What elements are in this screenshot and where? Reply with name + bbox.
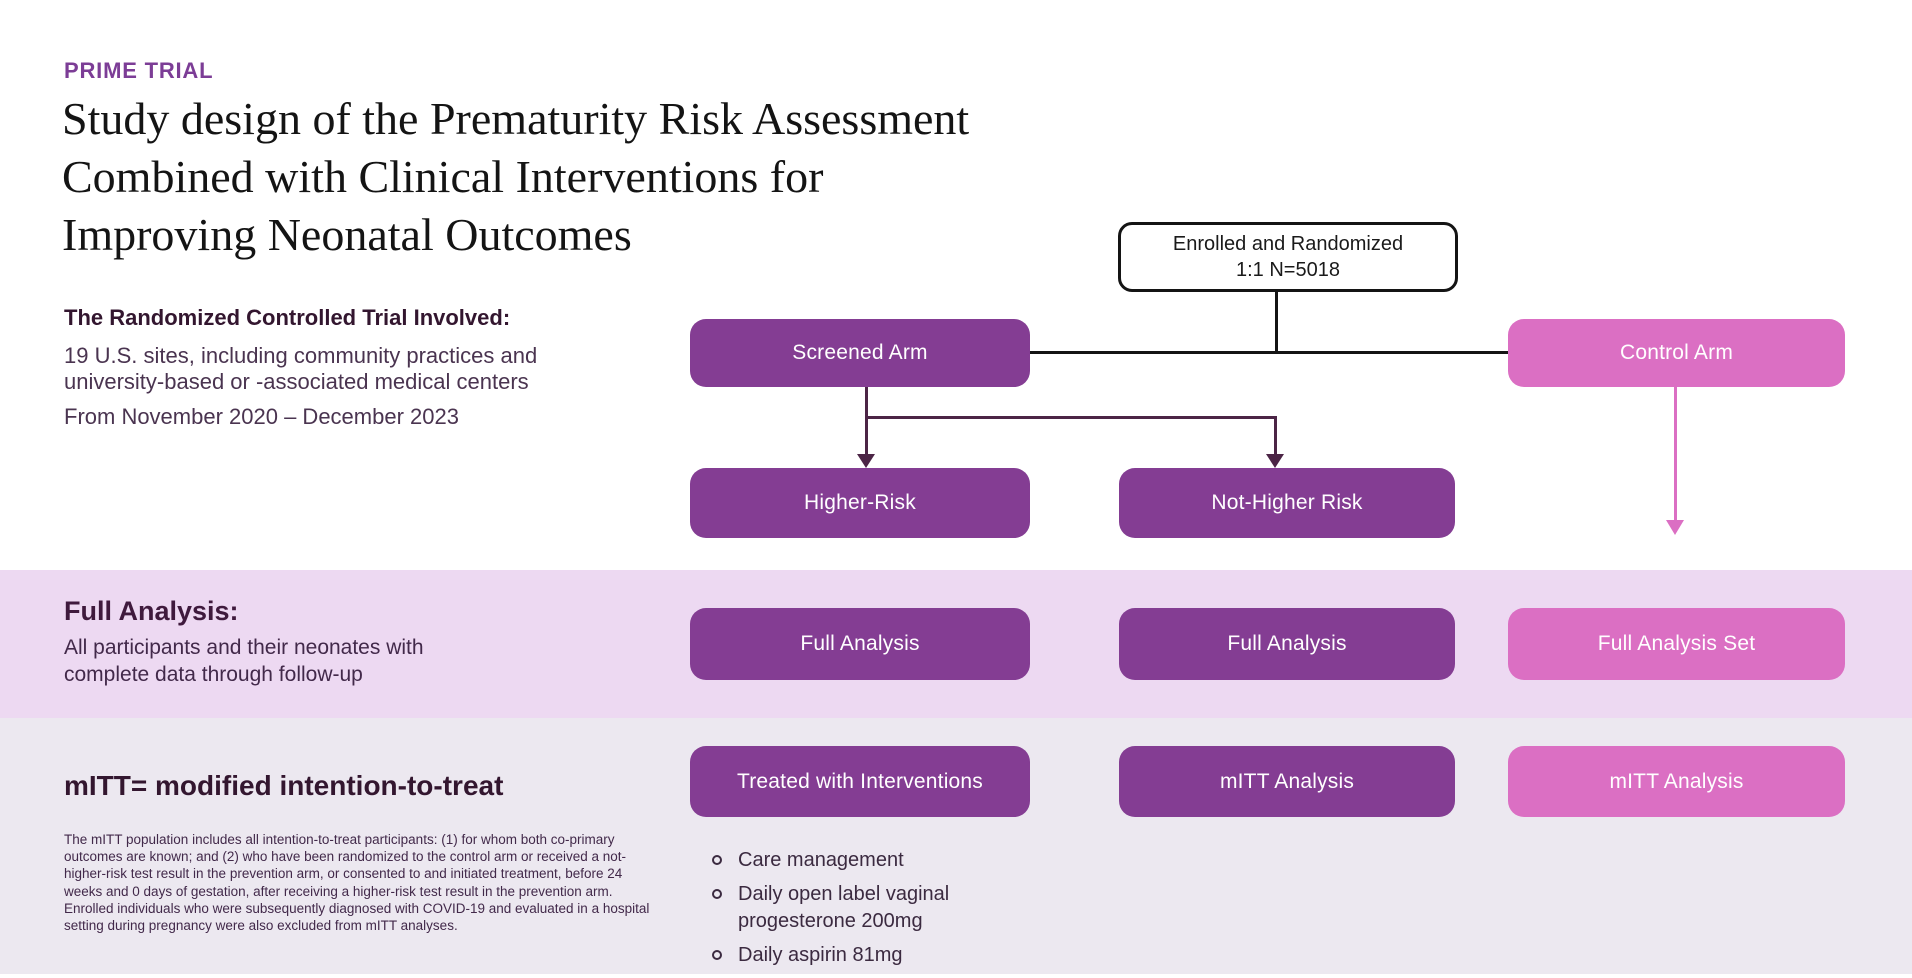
connector-risk-horizontal [865, 416, 1277, 419]
mitt-heading: mITT= modified intention-to-treat [64, 770, 504, 801]
trial-sites-text: 19 U.S. sites, including community pract… [64, 343, 538, 394]
connector-arms-horizontal [1030, 351, 1508, 354]
page-title-line-3: Improving Neonatal Outcomes [62, 209, 632, 260]
enrolled-line-2: 1:1 N=5018 [1236, 259, 1340, 281]
arrow-down-higher-risk-icon [857, 454, 875, 468]
intervention-text: Care management [738, 849, 904, 871]
trial-dates-text: From November 2020 – December 2023 [64, 404, 459, 429]
bullet-circle-icon [712, 889, 722, 899]
connector-to-not-higher [1274, 416, 1277, 455]
list-item: Care management [712, 847, 962, 874]
connector-enrolled-vertical [1275, 292, 1278, 354]
connector-control-vertical [1674, 387, 1677, 521]
full-analysis-description: All participants and their neonates with… [64, 636, 424, 686]
control-arm-box: Control Arm [1508, 319, 1845, 387]
full-analysis-not-higher-box: Full Analysis [1119, 608, 1455, 680]
enrolled-randomized-box: Enrolled and Randomized 1:1 N=5018 [1118, 222, 1458, 292]
interventions-list: Care management Daily open label vaginal… [712, 847, 962, 976]
mitt-analysis-screened-box: mITT Analysis [1119, 746, 1455, 817]
intervention-text: Daily aspirin 81mg [738, 944, 903, 966]
full-analysis-heading: Full Analysis: [64, 596, 239, 626]
higher-risk-box: Higher-Risk [690, 468, 1030, 538]
enrolled-line-1: Enrolled and Randomized [1172, 233, 1404, 255]
trial-eyebrow: PRIME TRIAL [64, 58, 214, 83]
connector-screened-to-higher [865, 387, 868, 455]
trial-involved-heading: The Randomized Controlled Trial Involved… [64, 305, 511, 330]
list-item: Daily aspirin 81mg [712, 942, 962, 969]
bullet-circle-icon [712, 855, 722, 865]
full-analysis-set-box: Full Analysis Set [1508, 608, 1845, 680]
mitt-description: The mITT population includes all intenti… [64, 832, 650, 934]
arrow-down-not-higher-risk-icon [1266, 454, 1284, 468]
full-analysis-higher-box: Full Analysis [690, 608, 1030, 680]
screened-arm-box: Screened Arm [690, 319, 1030, 387]
treated-with-interventions-box: Treated with Interventions [690, 746, 1030, 817]
list-item: Daily open label vaginal progesterone 20… [712, 881, 962, 935]
page-title-line-2: Combined with Clinical Interventions for [62, 151, 824, 202]
not-higher-risk-box: Not-Higher Risk [1119, 468, 1455, 538]
page-title: Study design of the Prematurity Risk Ass… [62, 90, 969, 264]
bullet-circle-icon [712, 950, 722, 960]
page-title-line-1: Study design of the Prematurity Risk Ass… [62, 93, 970, 144]
mitt-analysis-control-box: mITT Analysis [1508, 746, 1845, 817]
intervention-text: Daily open label vaginal progesterone 20… [738, 883, 950, 932]
arrow-down-control-icon [1666, 520, 1684, 535]
